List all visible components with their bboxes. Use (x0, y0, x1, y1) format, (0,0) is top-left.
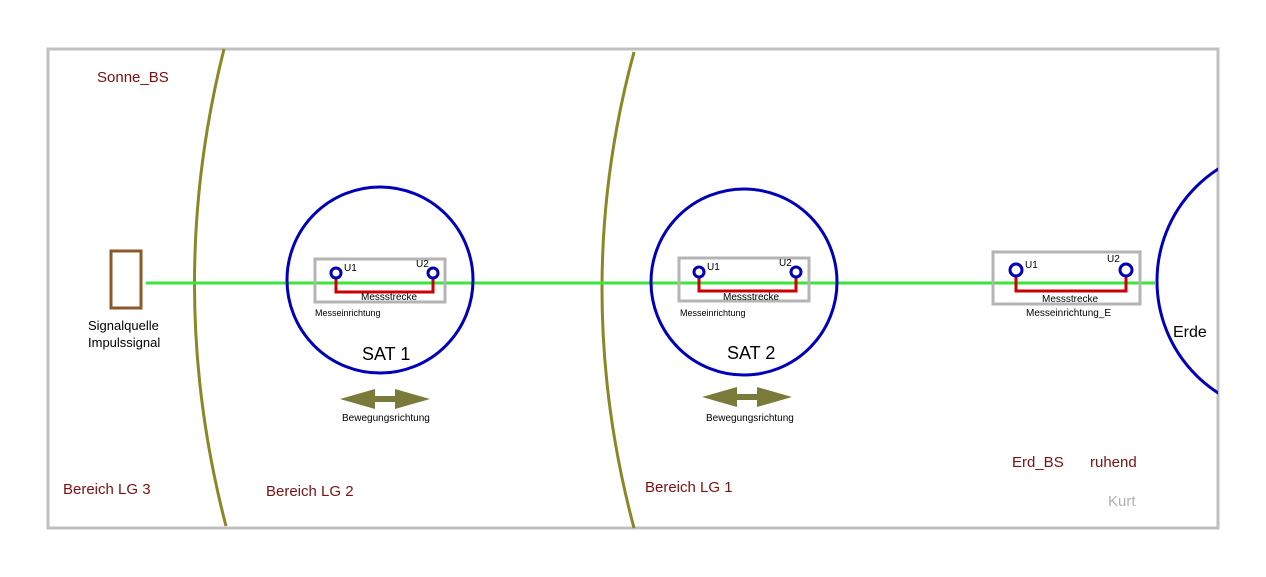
satellite-2-u1-label: U1 (707, 262, 720, 273)
earth-station-einrichtung-label: Messeinrichtung_E (1026, 308, 1111, 319)
satellite-2-title: SAT 2 (727, 343, 775, 363)
satellite-1-u1-label: U1 (344, 263, 357, 274)
satellite-1-device-box (313, 257, 447, 304)
earth-label: Erde (1173, 324, 1207, 341)
earth-station-u1-label: U1 (1025, 260, 1038, 271)
satellite-2-device-box (677, 256, 811, 303)
earth-station-device-box (991, 250, 1142, 306)
signal-source-box (109, 249, 143, 310)
satellite-2-u1-terminal (692, 265, 706, 279)
erd-bs-label: Erd_BS (1012, 454, 1064, 471)
satellite-2-einrichtung-label: Messeinrichtung (680, 308, 746, 318)
signal-source-label-1: Signalquelle (88, 318, 159, 333)
satellite-2-measure-line (697, 275, 798, 293)
earth-circle (1155, 167, 1218, 395)
region-lg2-label: Bereich LG 2 (266, 483, 354, 500)
ruhend-label: ruhend (1090, 454, 1137, 471)
signal-source-label-2: Impulssignal (88, 335, 160, 350)
satellite-1-direction-label: Bewegungsrichtung (342, 413, 430, 424)
satellite-1-einrichtung-label: Messeinrichtung (315, 308, 381, 318)
region-lg1-label: Bereich LG 1 (645, 479, 733, 496)
satellite-2-direction-arrow (702, 387, 792, 407)
satellite-1-measure-line (334, 276, 435, 294)
satellite-2-strecke-label: Messstrecke (723, 292, 780, 303)
satellite-1-strecke-label: Messstrecke (361, 292, 418, 303)
satellite-2-circle (649, 187, 839, 377)
satellite-1-title: SAT 1 (362, 344, 410, 364)
boundary-arc-lg3-lg2 (193, 48, 228, 527)
earth-station-u2-label: U2 (1107, 254, 1120, 265)
satellite-2-u2-label: U2 (779, 258, 792, 269)
earth-station-strecke-label: Messstrecke (1042, 294, 1099, 305)
satellite-2-u2-terminal (789, 265, 803, 279)
earth-station-u1-terminal (1008, 262, 1024, 278)
earth-station: U1 U2 Messstrecke Messeinrichtung_E (991, 250, 1142, 319)
satellite-2-direction-label: Bewegungsrichtung (706, 413, 794, 424)
satellite-1-circle (285, 185, 475, 375)
boundary-arc-lg2-lg1 (600, 51, 636, 529)
satellite-1-u2-terminal (426, 266, 440, 280)
satellite-1-u1-terminal (329, 266, 343, 280)
earth-station-u2-terminal (1118, 262, 1134, 278)
satellite-2: U1 U2 Messstrecke Messeinrichtung SAT 2 … (649, 187, 839, 424)
earth-station-measure-line (1014, 274, 1128, 293)
region-lg3-label: Bereich LG 3 (63, 481, 151, 498)
author-label: Kurt (1108, 493, 1136, 510)
satellite-1: U1 U2 Messstrecke Messeinrichtung SAT 1 … (285, 185, 475, 424)
satellite-1-direction-arrow (340, 389, 430, 409)
satellite-1-u2-label: U2 (416, 259, 429, 270)
sonne-label: Sonne_BS (97, 69, 169, 86)
